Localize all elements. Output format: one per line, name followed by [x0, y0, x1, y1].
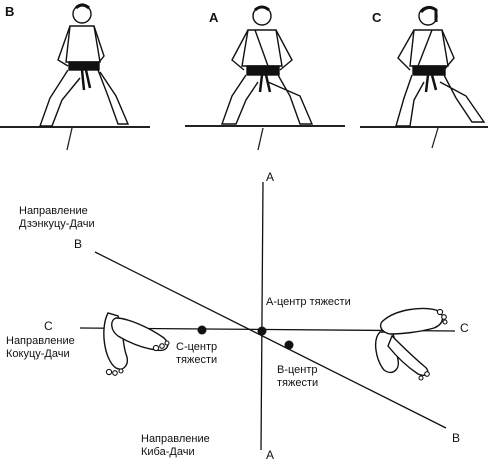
figure-b-letter: B: [5, 4, 15, 19]
axis-c-left-letter: C: [44, 319, 53, 333]
point-a-center: [257, 326, 267, 336]
point-c-center: [197, 325, 207, 335]
dzenkutsu-label-line2: Дзэнкуцу-Дачи: [19, 218, 95, 230]
karate-figure-a: [221, 5, 314, 125]
point-b-center: [284, 340, 294, 350]
kokutsu-direction-label: Направление Кокуцу-Дачи: [6, 335, 75, 361]
c-center-line2: тяжести: [176, 354, 218, 366]
axis-a-line: [260, 181, 264, 451]
karate-figure-b: [39, 3, 130, 127]
left-footprints-icon: [103, 312, 170, 376]
figure-c-letter: C: [372, 10, 382, 25]
c-center-label: С-центр тяжести: [176, 341, 217, 367]
dzenkutsu-label-line1: Направление: [19, 205, 88, 217]
axis-a-bottom-letter: A: [266, 448, 275, 462]
axis-b-line: [94, 251, 447, 429]
kiba-direction-label: Направление Киба-Дачи: [141, 433, 210, 459]
b-center-line2: тяжести: [277, 377, 319, 389]
kokutsu-label-line1: Направление: [6, 335, 75, 347]
axis-c-right-letter: C: [460, 321, 469, 335]
kokutsu-label-line2: Кокуцу-Дачи: [6, 348, 70, 360]
b-center-line1: В-центр: [277, 364, 318, 376]
right-footprints-icon: [374, 307, 448, 381]
kiba-label-line2: Киба-Дачи: [141, 446, 195, 458]
direction-diagram: [79, 181, 456, 451]
dzenkutsu-direction-label: Направление Дзэнкуцу-Дачи: [19, 205, 95, 231]
kiba-label-line1: Направление: [141, 433, 210, 445]
axis-b-left-letter: B: [74, 237, 83, 251]
a-center-label: А-центр тяжести: [266, 296, 351, 308]
figure-a-letter: A: [209, 10, 219, 25]
karate-figures: [0, 3, 488, 151]
b-center-label: В-центр тяжести: [277, 364, 318, 390]
karate-figure-c: [395, 5, 486, 127]
axis-a-top-letter: A: [266, 170, 275, 184]
axis-b-right-letter: B: [452, 431, 461, 445]
c-center-line1: С-центр: [176, 341, 218, 353]
